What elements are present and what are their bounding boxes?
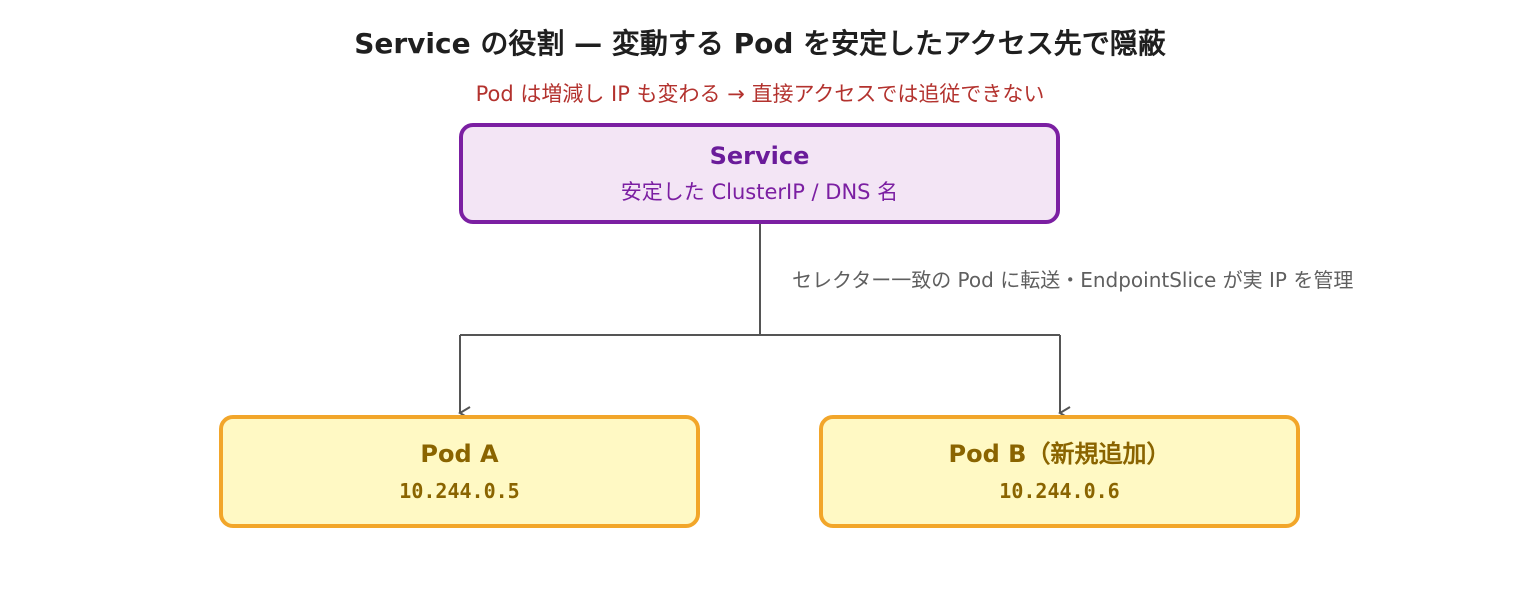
service-description: 安定した ClusterIP / DNS 名 [620, 179, 899, 204]
pod-a-name: Pod A [420, 439, 499, 468]
pod-a-node: Pod A 10.244.0.5 [219, 415, 700, 528]
service-node: Service 安定した ClusterIP / DNS 名 [459, 123, 1060, 224]
diagram-title: Service の役割 — 変動する Pod を安定したアクセス先で隠蔽 [354, 27, 1166, 60]
pod-b-ip: 10.244.0.6 [999, 478, 1120, 503]
pod-b-node: Pod B（新規追加） 10.244.0.6 [819, 415, 1300, 528]
edge-label: セレクター一致の Pod に転送・EndpointSlice が実 IP を管理 [792, 268, 1354, 292]
service-name: Service [709, 141, 810, 170]
pod-a-ip: 10.244.0.5 [399, 478, 520, 503]
diagram-subtitle: Pod は増減し IP も変わる → 直接アクセスでは追従できない [475, 82, 1045, 106]
pod-b-name: Pod B（新規追加） [948, 439, 1171, 468]
